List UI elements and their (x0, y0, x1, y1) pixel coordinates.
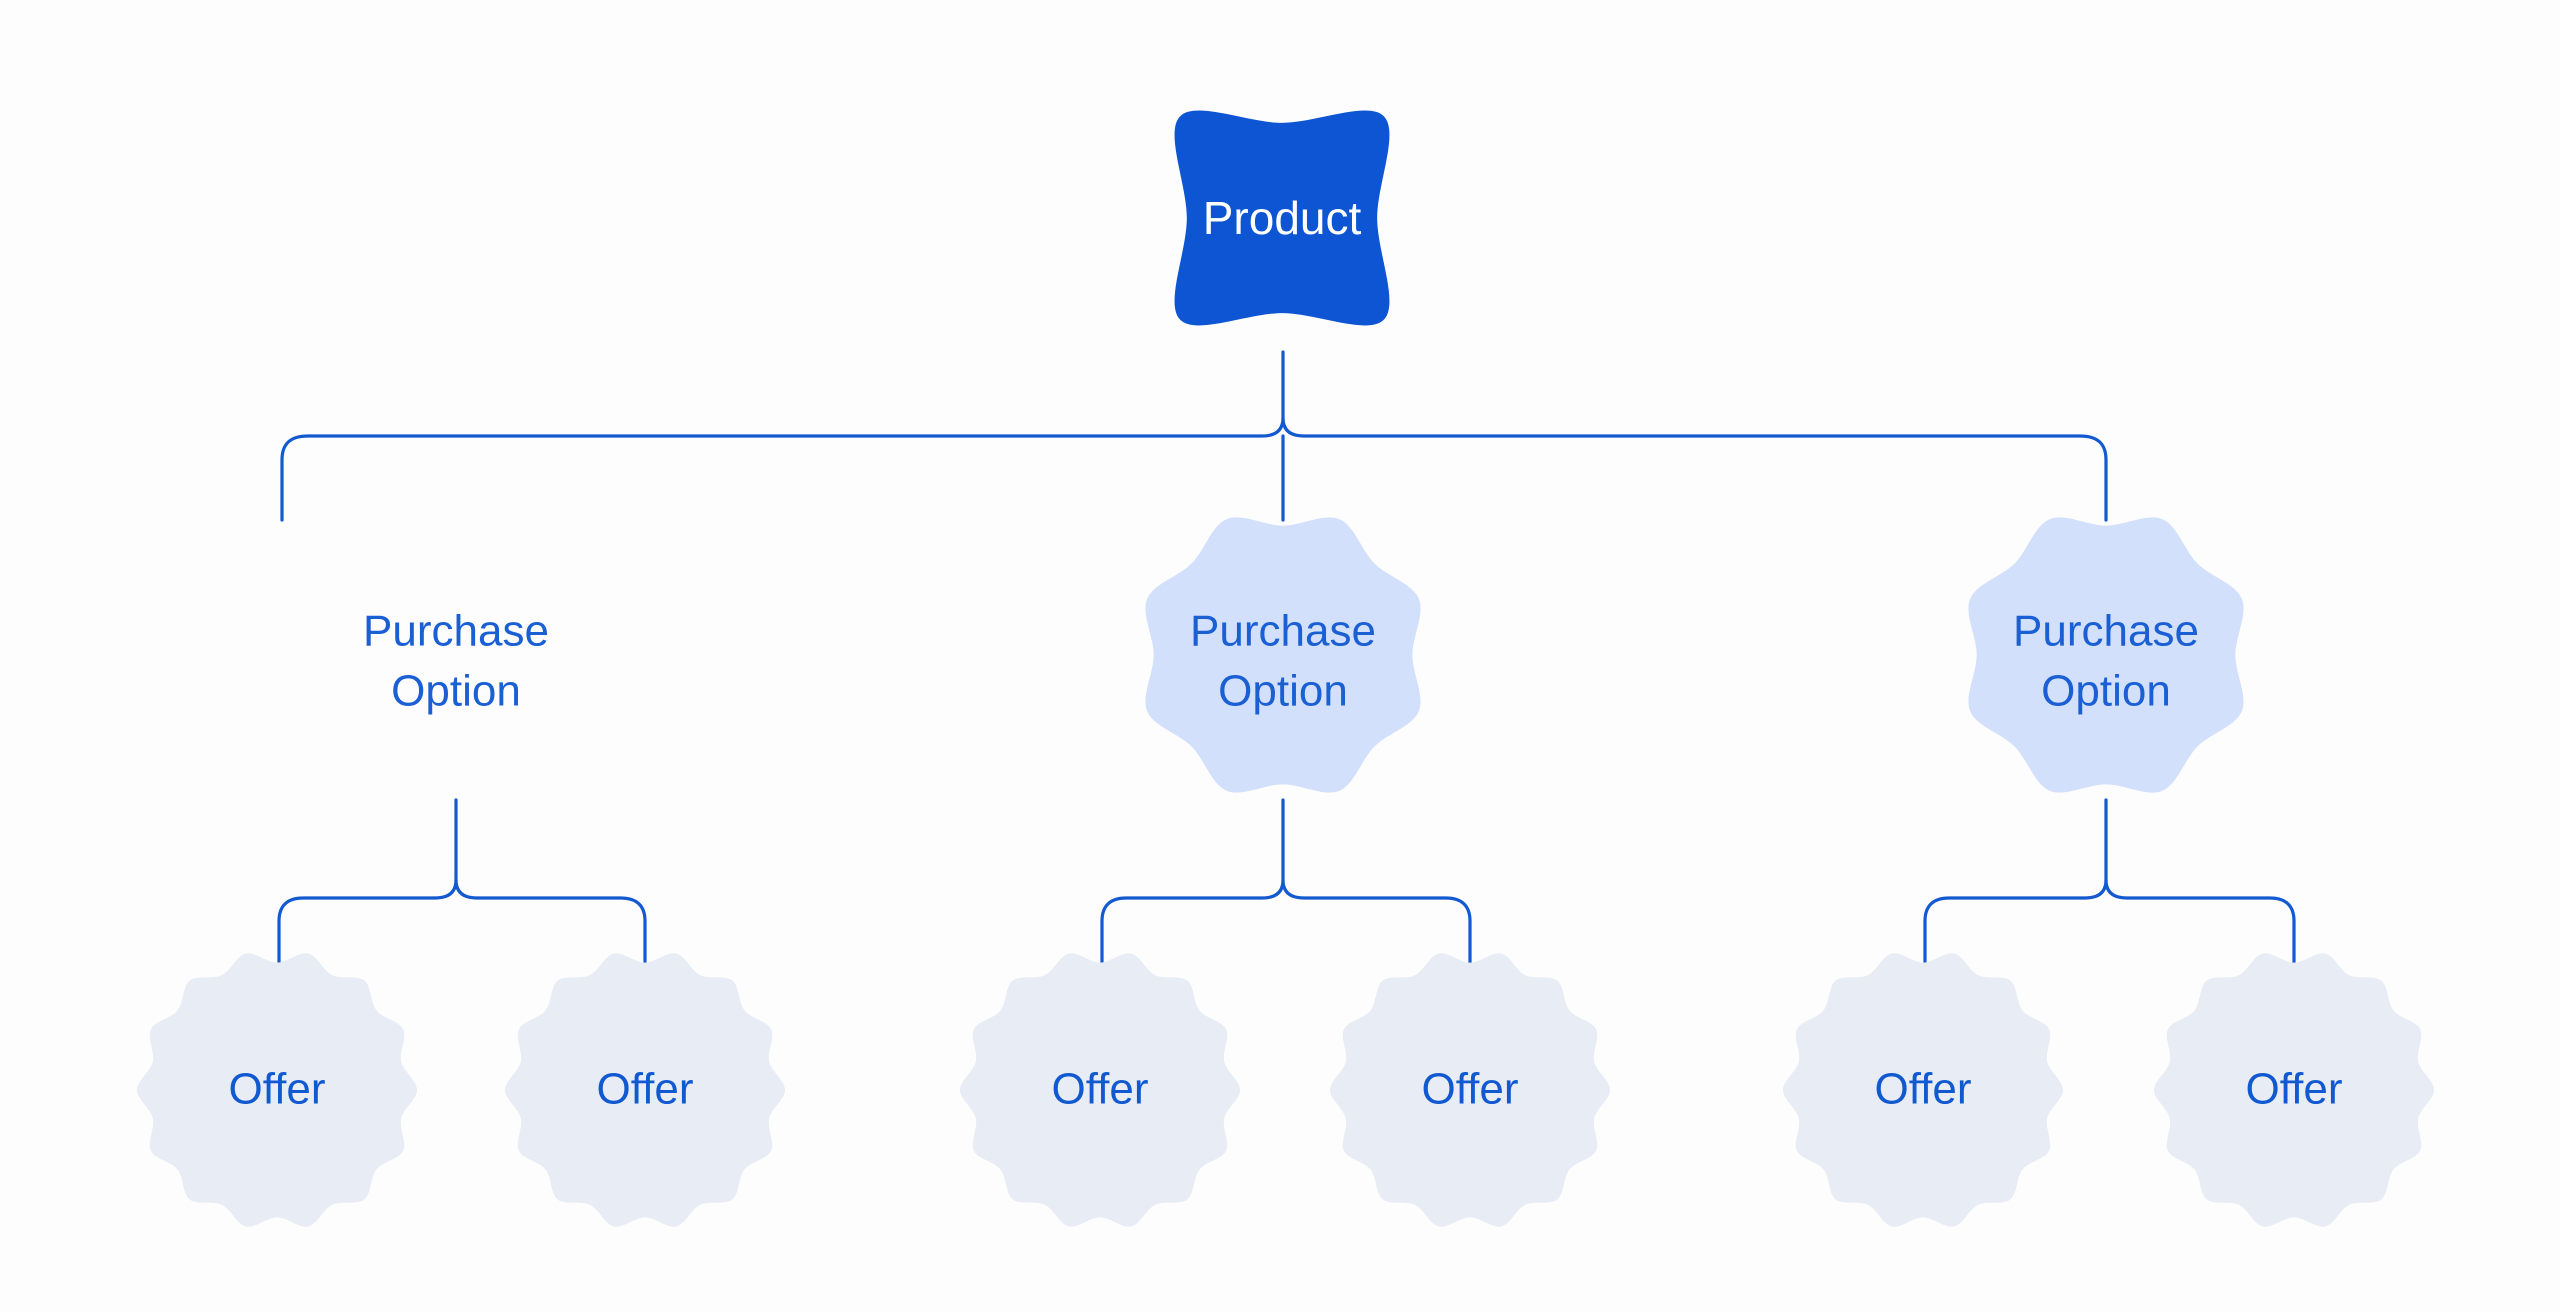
connector-root-stem (280, 350, 1285, 522)
purchase-option-label-line1: Purchase (363, 607, 549, 656)
node-purchase-option-2[interactable]: Purchase Option (1145, 517, 1421, 793)
node-offer-5[interactable]: Offer (1783, 953, 2063, 1227)
offer-blob-shape (137, 953, 417, 1227)
offer-blob-shape (2154, 953, 2434, 1227)
connector-group-level1 (280, 350, 2108, 522)
node-offer-6[interactable]: Offer (2154, 953, 2434, 1227)
connector-po1-stem-right (454, 878, 647, 964)
connector-group-level2-c (1923, 798, 2296, 964)
connector-po2-stem-left (1100, 798, 1285, 964)
node-offer-3[interactable]: Offer (960, 953, 1240, 1227)
node-purchase-option-3[interactable]: Purchase Option (1968, 517, 2244, 793)
connector-po2-stem-right (1281, 878, 1472, 964)
connector-group-level2-a (277, 798, 647, 964)
connector-po3-stem-right (2104, 878, 2296, 964)
node-product-root[interactable]: Product (1174, 110, 1390, 326)
connector-po1-stem-left (277, 798, 458, 964)
connector-po3-stem-left (1923, 798, 2108, 964)
purchase-option-blob-shape (1145, 517, 1421, 793)
offer-blob-shape (1330, 953, 1610, 1227)
connector-group-level2-b (1100, 798, 1472, 964)
node-purchase-option-1[interactable]: Purchase Option (0, 209, 549, 716)
offer-blob-shape (505, 953, 785, 1227)
purchase-option-label-line2: Option (391, 667, 521, 716)
offer-blob-shape (1783, 953, 2063, 1227)
node-offer-1[interactable]: Offer (137, 953, 417, 1227)
offer-blob-shape (960, 953, 1240, 1227)
purchase-option-blob-shape (1968, 517, 2244, 793)
node-offer-4[interactable]: Offer (1330, 953, 1610, 1227)
connector-root-to-mid-center (1281, 416, 2108, 522)
node-offer-2[interactable]: Offer (505, 953, 785, 1227)
product-blob-shape (1174, 110, 1390, 326)
